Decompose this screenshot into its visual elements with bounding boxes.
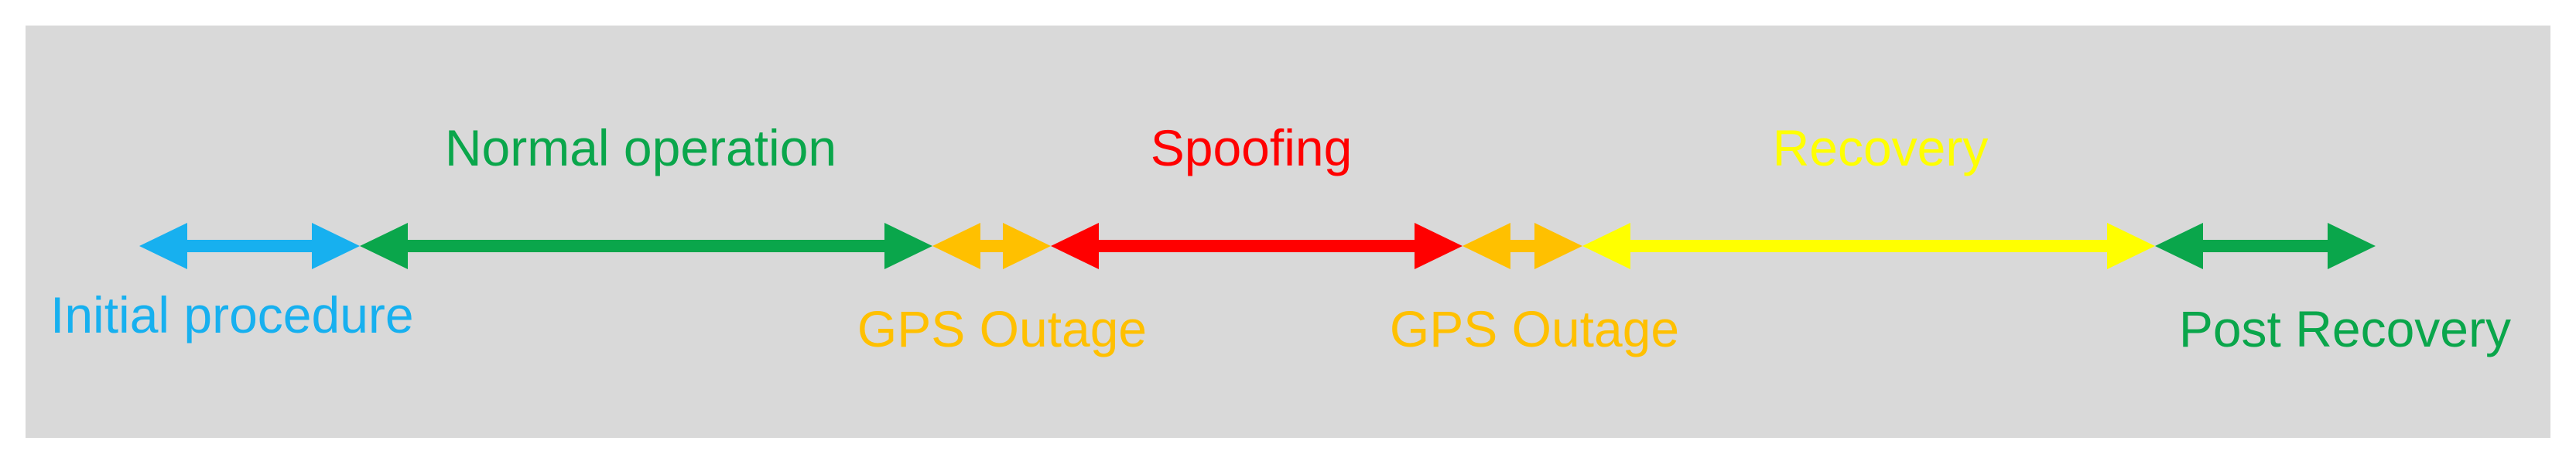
- diagram-panel: [26, 26, 2550, 438]
- normal-operation-arrow: [360, 223, 932, 269]
- post-recovery-arrow: [2155, 223, 2376, 269]
- initial-procedure-label: Initial procedure: [50, 286, 414, 344]
- normal-operation-label: Normal operation: [445, 119, 836, 176]
- gps-outage-arrow-1: [932, 223, 1051, 269]
- recovery-label: Recovery: [1773, 119, 1989, 176]
- gps-outage-arrow-2: [1462, 223, 1582, 269]
- initial-procedure-arrow: [139, 223, 360, 269]
- gps-outage-label-2: GPS Outage: [1390, 300, 1679, 357]
- spoofing-label: Spoofing: [1151, 119, 1353, 176]
- recovery-arrow: [1582, 223, 2155, 269]
- gps-outage-label-1: GPS Outage: [857, 300, 1147, 357]
- spoofing-arrow: [1051, 223, 1462, 269]
- post-recovery-label: Post Recovery: [2179, 300, 2511, 357]
